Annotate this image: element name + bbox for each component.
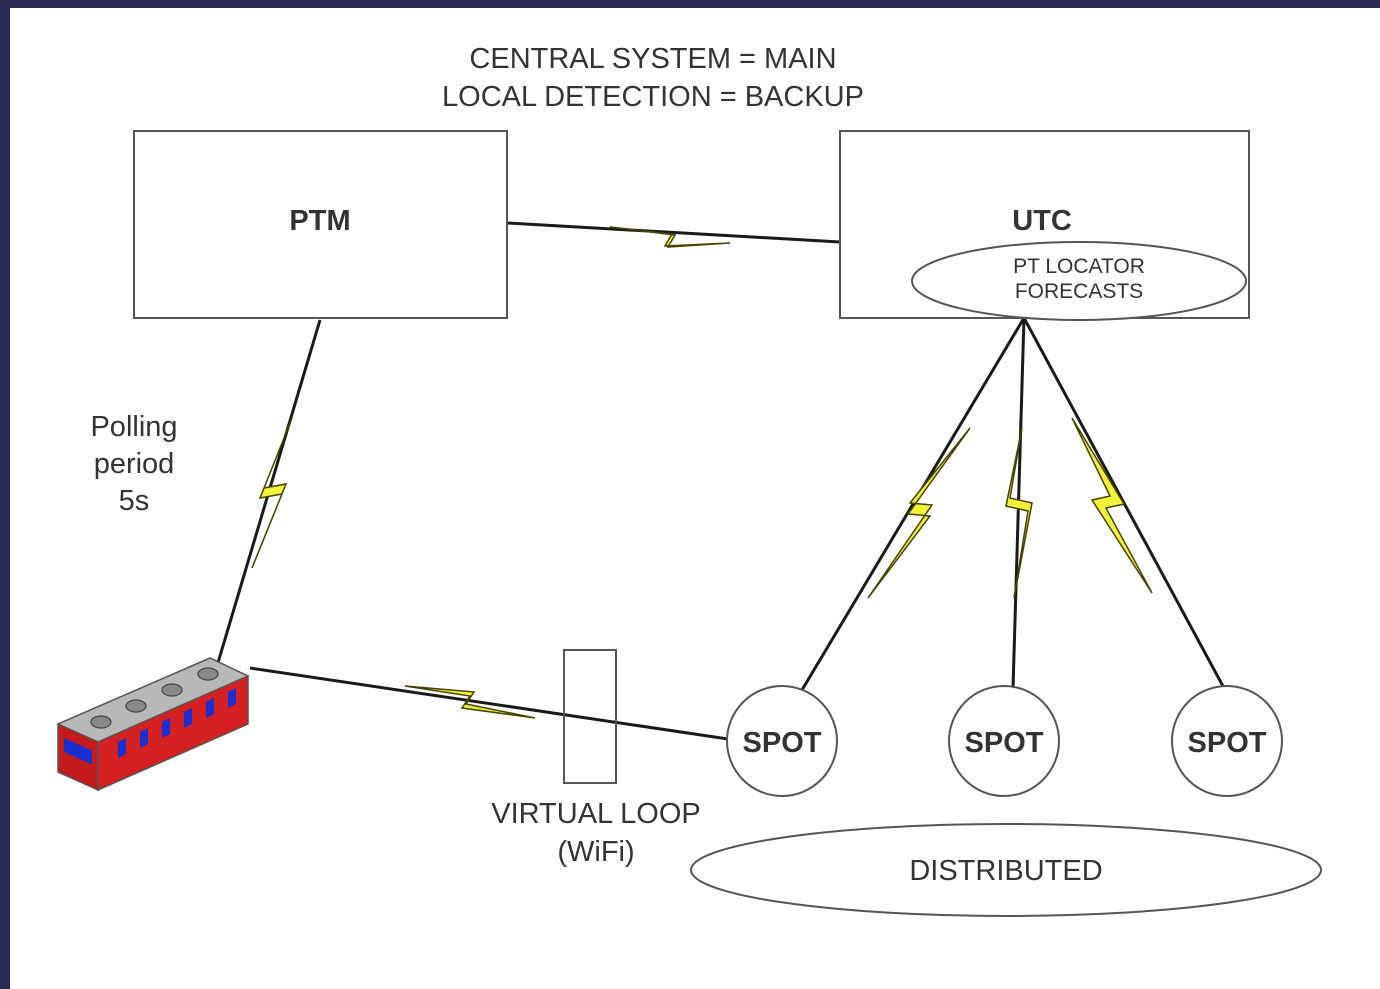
utc-label: UTC	[1012, 205, 1072, 237]
wifi-label: (WiFi)	[557, 836, 634, 868]
spot-node: SPOT	[726, 685, 838, 797]
pt-locator-ellipse	[911, 241, 1247, 321]
spot-node: SPOT	[948, 685, 1060, 797]
wireless-bolt-icon	[251, 417, 293, 569]
header-line-2: LOCAL DETECTION = BACKUP	[442, 81, 864, 113]
polling-label-line-3: 5s	[119, 485, 150, 517]
utc-node: UTC PT LOCATOR FORECASTS	[839, 130, 1250, 321]
diagram-canvas: CENTRAL SYSTEM = MAIN LOCAL DETECTION = …	[10, 8, 1380, 989]
virtual-loop-label: VIRTUAL LOOP	[491, 798, 701, 830]
virtual-loop-marker	[563, 649, 617, 784]
forecasts-label: FORECASTS	[1015, 280, 1143, 303]
header-line-1: CENTRAL SYSTEM = MAIN	[469, 43, 836, 75]
spot-label: SPOT	[743, 727, 822, 759]
ptm-node: PTM	[133, 130, 508, 319]
spot-label: SPOT	[1188, 727, 1267, 759]
ptm-utc-link	[506, 221, 841, 244]
wireless-bolt-icon	[1071, 417, 1153, 594]
distributed-ellipse	[690, 823, 1322, 917]
distributed-group: DISTRIBUTED	[690, 823, 1322, 917]
bus-icon	[56, 657, 250, 792]
wireless-bolt-icon	[1005, 427, 1033, 599]
bus-spot-link	[249, 666, 729, 741]
spot-node: SPOT	[1171, 685, 1283, 797]
wireless-bolt-icon	[867, 427, 971, 599]
network-diagram: CENTRAL SYSTEM = MAIN LOCAL DETECTION = …	[56, 43, 1322, 917]
wireless-bolt-icon	[609, 226, 731, 248]
spot-label: SPOT	[965, 727, 1044, 759]
distributed-label: DISTRIBUTED	[909, 855, 1102, 887]
polling-label-line-1: Polling	[90, 411, 177, 443]
ptm-label: PTM	[289, 205, 350, 237]
pt-locator-label: PT LOCATOR	[1013, 255, 1145, 278]
polling-label-line-2: period	[94, 448, 175, 480]
wireless-bolt-icon	[404, 685, 536, 719]
